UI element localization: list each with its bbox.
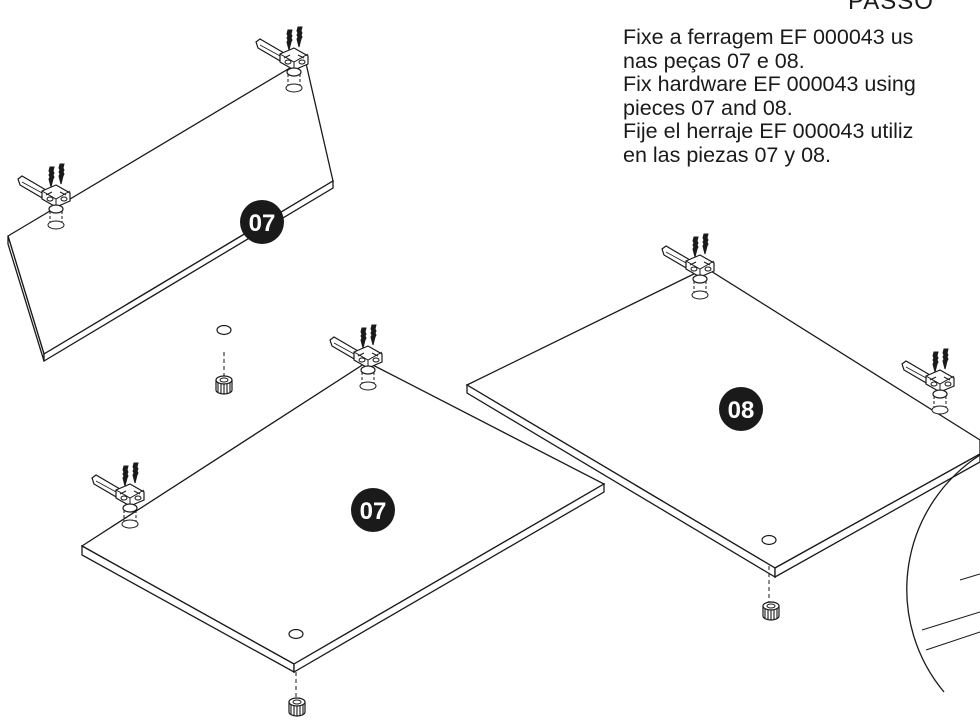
panel-07-bottom: 07 <box>80 324 606 717</box>
part-badge-label: 07 <box>249 210 276 237</box>
instruction-line-pt-2: nas peças 07 e 08. <box>623 48 805 73</box>
part-badge-label: 08 <box>728 397 755 424</box>
instruction-line-en-2: pieces 07 and 08. <box>623 95 793 120</box>
instructions-block: Fixe a ferragem EF 000043 us nas peças 0… <box>623 26 980 168</box>
instruction-line-pt-1: Fixe a ferragem EF 000043 us <box>623 26 914 49</box>
foot-icon <box>215 375 233 395</box>
foot-icon <box>288 697 306 717</box>
instruction-line-es-2: en las piezas 07 y 08. <box>623 142 831 167</box>
part-badge-07 <box>351 488 395 532</box>
panel-07-top: 07 <box>7 26 334 395</box>
instruction-line-en-1: Fix hardware EF 000043 using <box>623 72 916 97</box>
part-badge-07 <box>240 200 284 244</box>
step-title: PASSO <box>848 0 934 15</box>
instruction-line-es-1: Fije el herraje EF 000043 utiliz <box>623 119 914 144</box>
foot-icon <box>762 601 780 621</box>
part-badge-label: 07 <box>360 498 387 525</box>
detail-circle <box>906 454 980 693</box>
part-badge-08 <box>719 387 763 431</box>
panel-08: 08 <box>465 233 980 693</box>
